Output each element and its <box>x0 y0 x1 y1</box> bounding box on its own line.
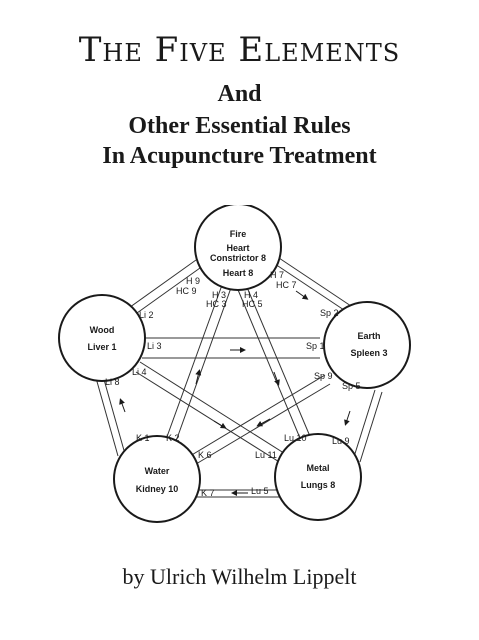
fire-line4: Heart 8 <box>223 268 254 278</box>
fire-line2: Heart <box>226 243 249 253</box>
label-k2: K 2 <box>166 433 180 443</box>
arrow-earth-water <box>256 418 271 427</box>
node-fire: Fire Heart Constrictor 8 Heart 8 <box>194 205 282 291</box>
label-sp9: Sp 9 <box>314 371 333 381</box>
author-line: by Ulrich Wilhelm Lippelt <box>122 564 357 589</box>
earth-name: Earth <box>357 331 380 341</box>
star-fire-metal <box>235 284 311 463</box>
edge-earth-metal <box>352 389 376 461</box>
water-name: Water <box>145 466 170 476</box>
label-hc3: HC 3 <box>206 299 227 309</box>
star-earth-water <box>179 374 326 463</box>
edge-wood-fire <box>129 267 201 319</box>
edge-water-wood-2 <box>102 375 126 455</box>
node-water: Water Kidney 10 <box>113 435 201 523</box>
label-h9: H 9 <box>186 276 200 286</box>
label-li8: Li 8 <box>105 377 120 387</box>
label-h3: H 3 <box>212 290 226 300</box>
arrow-fire-metal <box>273 371 280 386</box>
node-earth: Earth Spleen 3 <box>323 301 411 389</box>
label-k7: K 7 <box>201 488 215 498</box>
page-title: The Five Elements <box>78 30 401 70</box>
label-li2: Li 2 <box>139 310 154 320</box>
wood-name: Wood <box>90 325 115 335</box>
water-line2: Kidney 10 <box>136 484 179 494</box>
edge-fire-earth <box>271 261 351 315</box>
flow-arrows <box>119 290 351 496</box>
label-k1: K 1 <box>136 433 150 443</box>
label-hc5: HC 5 <box>242 299 263 309</box>
subtitle-line-1: And <box>217 81 262 107</box>
arrow-water-wood <box>119 398 126 413</box>
subtitle-line-3: In Acupuncture Treatment <box>102 143 377 169</box>
label-h4: H 4 <box>244 290 258 300</box>
arrow-fire-earth <box>295 290 309 300</box>
fire-name: Fire <box>230 229 247 239</box>
arrow-wood-metal <box>213 420 227 429</box>
edge-wood-fire-2 <box>125 259 197 311</box>
label-lu11: Lu 11 <box>255 450 277 460</box>
edge-water-wood <box>95 377 119 457</box>
label-k6: K 6 <box>198 450 212 460</box>
label-li4: Li 4 <box>132 367 147 377</box>
fire-line3: Constrictor 8 <box>210 253 266 263</box>
generating-cycle <box>95 255 383 498</box>
metal-line2: Lungs 8 <box>301 480 336 490</box>
node-metal: Metal Lungs 8 <box>274 433 362 521</box>
label-hc7: HC 7 <box>276 280 297 290</box>
edge-earth-metal-2 <box>359 391 383 463</box>
subtitle-line-2: Other Essential Rules <box>128 113 351 139</box>
metal-name: Metal <box>306 463 329 473</box>
star-wood-metal <box>139 361 299 463</box>
label-lu5: Lu 5 <box>251 486 269 496</box>
arrow-earth-metal <box>344 410 351 426</box>
label-li3: Li 3 <box>147 341 162 351</box>
star-fire-metal-2 <box>245 284 321 461</box>
wood-line2: Liver 1 <box>87 342 116 352</box>
label-sp1: Sp 1 <box>306 341 325 351</box>
label-h7: H 7 <box>270 270 284 280</box>
label-lu9: Lu 9 <box>332 436 350 446</box>
arrow-water-fire <box>195 369 202 385</box>
earth-line2: Spleen 3 <box>350 348 387 358</box>
edge-fire-earth-2 <box>275 255 355 309</box>
five-elements-diagram: Fire Heart Constrictor 8 Heart 8 Earth S… <box>58 205 411 523</box>
star-earth-water-2 <box>185 383 331 471</box>
star-fire-water <box>159 284 223 457</box>
label-lu10: Lu 10 <box>284 433 307 443</box>
label-sp2: Sp 2 <box>320 308 339 318</box>
node-wood: Wood Liver 1 <box>58 294 146 382</box>
label-hc9: HC 9 <box>176 286 197 296</box>
point-labels: H 9 HC 9 H 7 HC 7 H 3 HC 3 H 4 HC 5 Li 2… <box>105 270 361 498</box>
label-sp5: Sp 5 <box>342 381 361 391</box>
